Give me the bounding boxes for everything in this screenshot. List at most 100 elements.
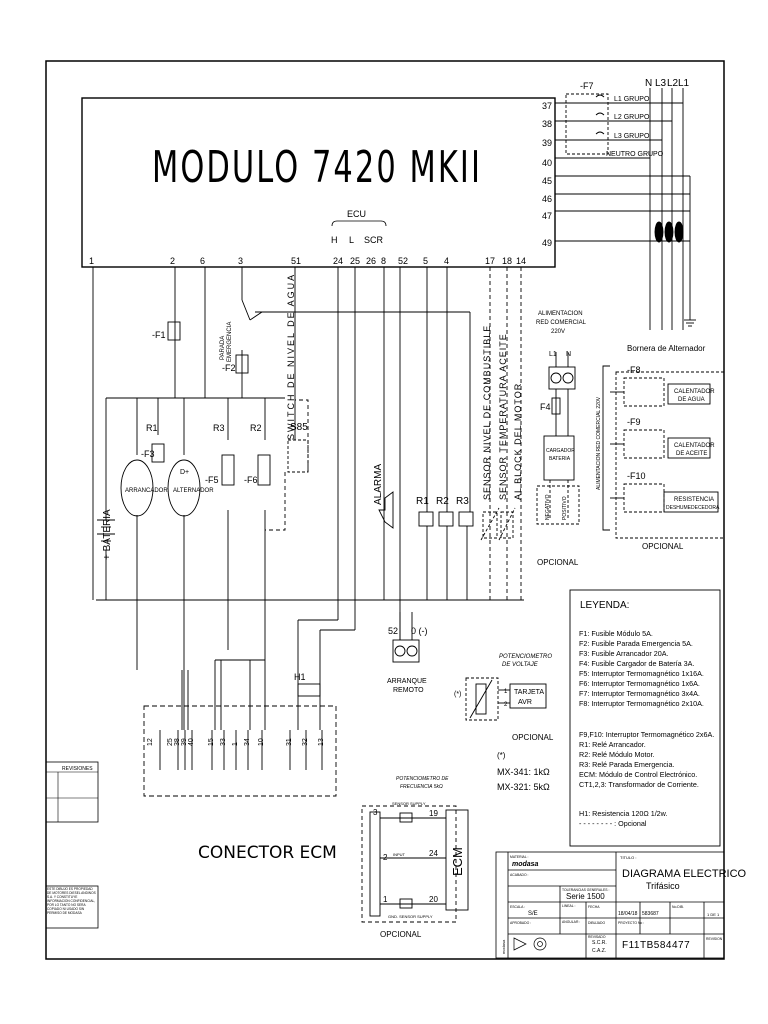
right-terminals: 37 38 39 40 45 46 47 49	[542, 101, 552, 248]
leyenda-item-13: CT1,2,3: Transformador de Corriente.	[579, 780, 699, 789]
pot-freq-title-1: POTENCIOMETRO DE	[396, 776, 449, 782]
s85-label: S85	[290, 422, 308, 433]
f3-label: -F3	[141, 449, 155, 459]
tb-serie: Serie 1500	[566, 892, 605, 901]
terminal-24: 24	[333, 256, 343, 266]
sensor-supply-label: SENSOR SUPPLY	[392, 801, 426, 806]
pin-25: 25	[167, 738, 174, 746]
pot-freq-opcional: OPCIONAL	[380, 930, 422, 939]
bornera-label: Bornera de Alternador	[627, 344, 706, 353]
tb-escala: S/E	[528, 911, 538, 917]
leyenda-item-5: F6: Interruptor Termomagnético 1x6A.	[579, 679, 700, 688]
pin-38: 38	[174, 738, 181, 746]
terminal-49: 49	[542, 238, 552, 248]
terminal-5: 5	[423, 256, 428, 266]
terminal-6: 6	[200, 256, 205, 266]
pin-40: 40	[188, 738, 195, 746]
phase-n: N	[645, 78, 652, 89]
pot-freq-pin-24: 24	[429, 849, 438, 858]
tb-label-escala: ESCALA :	[510, 905, 525, 909]
tb-brand: modasa	[512, 861, 539, 868]
arranque-pin-52: 52	[388, 626, 398, 636]
cargador-circuit	[536, 352, 580, 525]
cargador-line-2: BATERIA	[549, 456, 571, 462]
arrancador-label: ARRANCADOR	[125, 488, 168, 494]
pot-voltaje-note-star: (*)	[497, 751, 506, 760]
pot-freq-pin-20: 20	[429, 895, 438, 904]
pot-voltaje-note-341: MX-341: 1kΩ	[497, 767, 550, 777]
tb-label-revision: REVISION	[706, 937, 723, 941]
alim-line-1: ALIMENTACION	[538, 311, 583, 317]
positivo-label: POSITIVO	[562, 496, 568, 520]
pot-frecuencia	[361, 805, 469, 923]
alarma-label: ALARMA	[373, 464, 384, 505]
phase-l2: L2	[667, 78, 679, 89]
alternador-d-label: D+	[180, 469, 189, 476]
switch-nivel-agua-label: SWITCH DE NIVEL DE AGUA	[286, 273, 296, 440]
pot-voltaje-pin-1: 1	[504, 689, 508, 695]
heaters-opcional: OPCIONAL	[642, 542, 684, 551]
grupo-l1: L1 GRUPO	[614, 96, 650, 103]
heater-res-1: RESISTENCIA	[674, 497, 714, 503]
tb-label-lineal: LINEAL :	[562, 904, 576, 908]
sensor-temperatura: SENSOR TEMPERATURA ACEITE	[498, 333, 508, 500]
pin-1: 1	[232, 742, 239, 746]
f7-label: -F7	[580, 81, 594, 91]
terminal-52: 52	[398, 256, 408, 266]
leyenda-item-14: H1: Resistencia 120Ω 1/2w.	[579, 809, 667, 818]
terminal-47: 47	[542, 211, 552, 221]
pot-freq-title-2: FRECUENCIA 5kΩ	[400, 784, 443, 790]
revisiones-block: REVISIONES ESTE DIBUJO ES PROPIEDAD DE M…	[45, 761, 99, 929]
avr-label: AVR	[518, 699, 532, 706]
leyenda: LEYENDA: F1: Fusible Módulo 5A. F2: Fusi…	[569, 589, 721, 847]
phase-l1: L1	[678, 78, 690, 89]
leyenda-item-8: F9,F10: Interruptor Termomagnético 2x6A.	[579, 730, 714, 739]
leyenda-item-11: R3: Relé Parada Emergencia.	[579, 760, 674, 769]
cargador-line-1: CARGADOR	[546, 448, 575, 454]
pin-39: 39	[181, 738, 188, 746]
ecu-pin-h: H	[331, 235, 338, 245]
pot-voltaje-note-321: MX-321: 5kΩ	[497, 782, 550, 792]
tb-title-1: DIAGRAMA ELECTRICO	[622, 868, 747, 880]
tb-label-tolerancias: TOLERANCIAS GENERALES :	[562, 888, 609, 892]
leyenda-item-1: F2: Fusible Parada Emergencia 5A.	[579, 639, 693, 648]
left-circuit-wires	[92, 267, 524, 601]
leyenda-item-12: ECM: Módulo de Control Electrónico.	[579, 770, 697, 779]
pot-freq-pin-2: 2	[383, 853, 388, 862]
pot-freq-pin-19: 19	[429, 809, 438, 818]
heater-agua-2: DE AGUA	[678, 397, 705, 403]
notice-text: ESTE DIBUJO ES PROPIEDAD DE MOTORES DIES…	[47, 887, 96, 915]
leyenda-item-6: F7: Interruptor Termomagnético 3x4A.	[579, 689, 700, 698]
relay-r3-contact: R3	[213, 423, 225, 433]
pin-15: 15	[208, 738, 215, 746]
heater-agua-1: CALENTADOR	[674, 389, 715, 395]
heaters-side-label: ALIMENTACION RED COMERCIAL 220V	[596, 396, 602, 490]
tb-proyecto: S.C.R.	[592, 940, 607, 946]
ecu-pin-scr: SCR	[364, 235, 384, 245]
arranque-remoto	[392, 612, 420, 663]
leyenda-title: LEYENDA:	[580, 600, 629, 611]
heaters-circuit	[602, 365, 725, 539]
arranque-pin-0: 0 (-)	[411, 626, 428, 636]
leyenda-item-3: F4: Fusible Cargador de Batería 3A.	[579, 659, 694, 668]
pot-voltaje-title-1: POTENCIOMETRO	[499, 654, 552, 660]
projection-icon	[513, 937, 547, 951]
tb-numero: 583687	[642, 911, 659, 917]
ecu-label: ECU	[347, 209, 366, 219]
f9-label: -F9	[627, 417, 641, 427]
alternator-connections	[555, 88, 696, 330]
tarjeta-label: TARJETA	[514, 689, 544, 696]
pot-voltaje	[465, 677, 547, 721]
pot-voltaje-star: (*)	[454, 691, 461, 698]
heater-aceite-1: CALENTADOR	[674, 443, 715, 449]
module-title: MODULO 7420 MKII	[152, 142, 482, 193]
leyenda-item-9: R1: Relé Arrancador.	[579, 740, 646, 749]
cargador-opcional: OPCIONAL	[537, 558, 579, 567]
ecu-pin-l: L	[349, 235, 354, 245]
terminal-17: 17	[485, 256, 495, 266]
coil-r1: R1	[416, 496, 429, 507]
f2-label: -F2	[222, 363, 236, 373]
tb-label-acabado: ACABADO :	[510, 873, 529, 877]
relay-r2-contact: R2	[250, 423, 262, 433]
pot-voltaje-title-2: DE VOLTAJE	[502, 662, 539, 668]
